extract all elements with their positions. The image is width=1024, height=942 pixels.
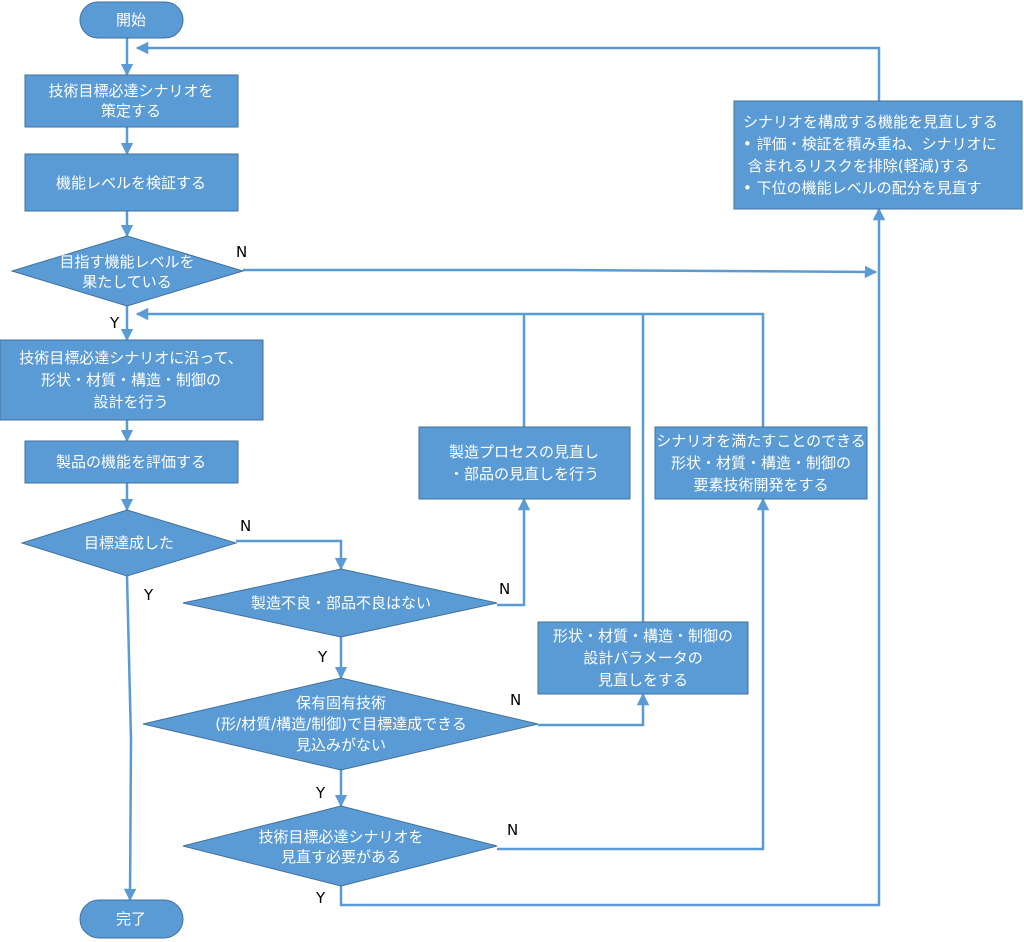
meets-line: 目指す機能レベルを [59, 253, 194, 271]
end-line: 完了 [116, 910, 146, 928]
edge-achieved-no [236, 539, 348, 571]
meets-decision [10, 235, 245, 307]
element-dev-line: 要素技術開発をする [693, 476, 828, 494]
design-line: 設計を行う [93, 393, 168, 411]
achieved-decision [20, 509, 238, 577]
edge-no-prospect-no [538, 692, 650, 727]
edge-review-need-no [497, 497, 770, 851]
process-fix-label: 製造プロセスの見直し・部品の見直しを行う [449, 443, 599, 483]
meets-line: 果たしている [82, 273, 172, 291]
design-box [0, 339, 264, 421]
start-terminal [79, 1, 184, 39]
process-fix-box [418, 426, 631, 500]
design-label: 技術目標必達シナリオに沿って、形状・材質・構造・制御の設計を行う [19, 349, 243, 411]
scenario-fix-line: • 下位の機能レベルの配分を見直す [743, 179, 982, 197]
start-label: 開始 [116, 11, 146, 29]
define-box [24, 74, 239, 128]
connectors [120, 38, 886, 907]
achieved-no-label: N [240, 517, 251, 535]
evaluate-line: 製品の機能を評価する [56, 453, 206, 471]
design-line: 形状・材質・構造・制御の [41, 371, 221, 389]
process-fix-line: ・部品の見直しを行う [449, 465, 599, 483]
start-line: 開始 [116, 11, 146, 29]
review-need-decision [182, 805, 498, 887]
no-defect-decision [182, 568, 498, 638]
element-dev-line: シナリオを満たすことのできる [656, 432, 866, 450]
param-fix-line: 形状・材質・構造・制御の [553, 627, 733, 645]
element-dev-label: シナリオを満たすことのできる形状・材質・構造・制御の要素技術開発をする [656, 432, 866, 494]
define-label: 技術目標必達シナリオを策定する [48, 82, 213, 120]
review-need-line: 見直す必要がある [281, 848, 401, 866]
review-need-yes-label: Y [315, 889, 326, 907]
edge-achieved-to-end [123, 575, 137, 902]
no-prospect-label: 保有固有技術 (形/材質/構造/制御)で目標達成できる見込みがない [215, 694, 467, 754]
element-dev-box [654, 426, 868, 500]
edge-labels: N Y N Y N Y N Y N Y [109, 243, 521, 907]
param-fix-box [537, 621, 749, 695]
no-prospect-line: (形/材質/構造/制御)で目標達成できる [215, 715, 467, 733]
no-prospect-line: 見込みがない [296, 736, 386, 754]
edge-scenario-fix-loop [135, 41, 881, 101]
scenario-fix-line: シナリオを構成する機能を見直しする [743, 113, 998, 131]
define-line: 技術目標必達シナリオを [48, 82, 213, 100]
param-fix-line: 見直しをする [598, 671, 688, 689]
verify-label: 機能レベルを検証する [56, 174, 206, 192]
verify-box [24, 153, 239, 212]
no-prospect-no-label: N [510, 691, 521, 709]
scenario-fix-line: • 評価・検証を積み重ね、シナリオに [743, 135, 997, 153]
verify-line: 機能レベルを検証する [56, 174, 206, 192]
param-fix-label: 形状・材質・構造・制御の設計パラメータの見直しをする [553, 627, 733, 689]
edge-review-need-yes [339, 207, 886, 907]
achieved-yes-label: Y [143, 586, 154, 604]
scenario-fix-line: 含まれるリスクを排除(軽減)する [743, 157, 969, 175]
evaluate-label: 製品の機能を評価する [56, 453, 206, 471]
scenario-fix-label: シナリオを構成する機能を見直しする • 評価・検証を積み重ね、シナリオに 含まれる… [743, 113, 998, 197]
no-defect-line: 製造不良・部品不良はない [251, 594, 431, 612]
edge-meets-no [243, 265, 878, 279]
no-prospect-line: 保有固有技術 [296, 694, 386, 712]
end-terminal [79, 899, 184, 939]
review-need-label: 技術目標必達シナリオを見直す必要がある [258, 828, 423, 866]
element-dev-line: 形状・材質・構造・制御の [671, 454, 851, 472]
design-line: 技術目標必達シナリオに沿って、 [19, 349, 243, 367]
shape-labels: 開始 技術目標必達シナリオを策定する 機能レベルを検証する 目指す機能レベルを果… [19, 11, 997, 928]
no-prospect-yes-label: Y [315, 784, 326, 802]
scenario-fix-box [733, 100, 1023, 210]
review-need-line: 技術目標必達シナリオを [258, 828, 423, 846]
meets-yes-label: Y [109, 314, 120, 332]
param-fix-line: 設計パラメータの [583, 649, 703, 667]
meets-no-label: N [236, 243, 247, 261]
meets-label: 目指す機能レベルを果たしている [59, 253, 194, 291]
edge-no-defect-no [497, 497, 531, 607]
no-prospect-decision [142, 677, 539, 771]
no-defect-label: 製造不良・部品不良はない [251, 594, 431, 612]
process-fix-line: 製造プロセスの見直し [449, 443, 599, 461]
define-line: 策定する [101, 102, 161, 120]
review-need-no-label: N [507, 821, 518, 839]
achieved-line: 目標達成した [84, 534, 174, 552]
evaluate-box [24, 440, 239, 484]
end-label: 完了 [116, 910, 146, 928]
achieved-label: 目標達成した [84, 534, 174, 552]
no-defect-yes-label: Y [317, 648, 328, 666]
edge-element-dev-return [135, 307, 765, 427]
no-defect-no-label: N [499, 580, 510, 598]
